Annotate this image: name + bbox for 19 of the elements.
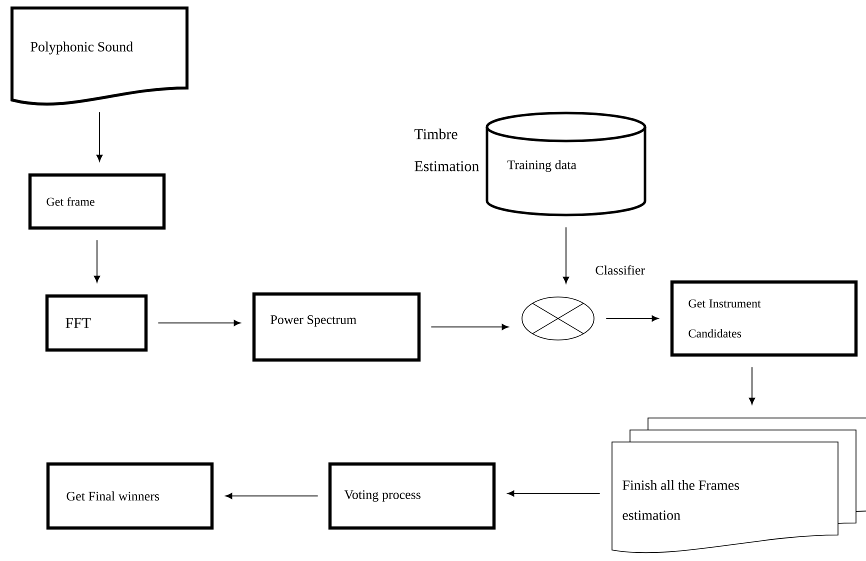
database-cylinder: Training data [486, 112, 646, 216]
process-box: Get frame [28, 173, 166, 230]
process-box: FFT [45, 294, 148, 352]
arrow [430, 324, 509, 330]
annotation-label: Classifier [596, 265, 645, 275]
arrow [158, 320, 241, 326]
process-box: Voting process [328, 462, 496, 530]
arrow [96, 112, 103, 162]
arrow [606, 315, 659, 322]
arrow [748, 366, 756, 405]
arrow [225, 492, 318, 500]
process-box: Get Final winners [46, 462, 214, 530]
process-box: Get Instrument Candidates [670, 280, 858, 357]
classifier-circle [522, 296, 594, 340]
arrow [94, 240, 100, 283]
process-box: Power Spectrum [252, 292, 421, 362]
arrow [562, 226, 570, 284]
node-label: Training data [507, 160, 576, 172]
arrow [507, 490, 600, 497]
